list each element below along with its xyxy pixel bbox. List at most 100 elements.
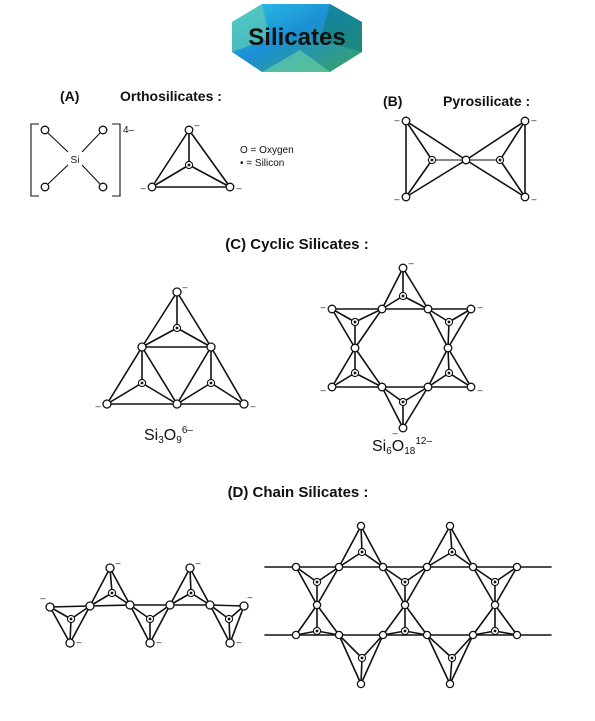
bond xyxy=(210,382,245,405)
silicon-dot xyxy=(209,381,213,385)
badge-facet-bottom xyxy=(262,50,330,72)
negative-charge-label: – xyxy=(182,282,187,292)
negative-charge-label: – xyxy=(320,385,325,395)
bond xyxy=(426,551,453,568)
oxygen-atom xyxy=(147,182,157,192)
bond xyxy=(106,382,143,405)
oxygen-atom xyxy=(327,382,337,392)
badge-facet-left xyxy=(232,4,270,52)
bond xyxy=(354,347,383,388)
bond xyxy=(382,566,406,583)
bond xyxy=(427,308,449,349)
bond xyxy=(404,566,428,583)
bond xyxy=(141,327,178,348)
badge-facet-right xyxy=(320,4,362,52)
bond xyxy=(494,566,518,606)
silicon-dot xyxy=(69,617,73,621)
orthosilicate-bracket-structure: 4– Si xyxy=(30,123,135,197)
bond xyxy=(295,604,318,636)
bond xyxy=(316,566,340,606)
oxygen-atom xyxy=(165,600,175,610)
bond xyxy=(360,634,384,685)
bond xyxy=(316,566,340,583)
bond xyxy=(141,382,178,405)
oxygen-atom xyxy=(98,125,108,135)
silicon-dot xyxy=(403,580,407,584)
oxygen-atom xyxy=(98,182,108,192)
legend-silicon: • = Silicon xyxy=(240,158,284,169)
bond xyxy=(361,551,384,568)
section-b-title: Pyrosilicate : xyxy=(443,93,530,109)
bond xyxy=(447,347,472,388)
oxygen-atom xyxy=(443,343,453,353)
bond xyxy=(149,604,171,644)
oxygen-atom xyxy=(423,304,433,314)
right-bracket xyxy=(112,123,121,197)
silicon-dot xyxy=(315,629,319,633)
section-a-letter: (A) xyxy=(60,88,79,104)
bond xyxy=(151,129,190,188)
bond xyxy=(382,604,406,636)
silicon-dot xyxy=(353,320,357,324)
silicon-dot xyxy=(403,629,407,633)
title-badge: Silicates xyxy=(232,4,362,72)
bond xyxy=(151,164,190,188)
oxygen-atom xyxy=(102,399,112,409)
bond xyxy=(141,291,178,348)
silicon-dot xyxy=(450,550,454,554)
oxygen-atom xyxy=(422,630,432,640)
oxygen-atom xyxy=(400,600,410,610)
bond xyxy=(49,606,71,644)
oxygen-atom xyxy=(312,600,322,610)
bond xyxy=(338,551,363,568)
silicon-dot xyxy=(189,591,193,595)
bond xyxy=(426,634,451,685)
oxygen-atom xyxy=(356,521,366,531)
negative-charge-label: – xyxy=(408,258,413,268)
oxygen-atom xyxy=(378,630,388,640)
bond xyxy=(465,120,526,161)
section-d-title: (D) Chain Silicates : xyxy=(228,484,369,501)
bond xyxy=(381,386,404,429)
bond xyxy=(176,291,212,348)
negative-charge-label: – xyxy=(156,637,161,647)
bond xyxy=(338,634,362,685)
bond xyxy=(404,604,428,636)
section-a-title: Orthosilicates : xyxy=(120,88,222,104)
oxygen-atom xyxy=(468,630,478,640)
oxygen-atom xyxy=(350,343,360,353)
section-b-letter: (B) xyxy=(383,93,402,109)
silicon-dot xyxy=(110,591,114,595)
bond xyxy=(405,120,467,161)
bond xyxy=(402,386,429,429)
section-c-title: (C) Cyclic Silicates : xyxy=(225,236,368,253)
bond xyxy=(360,525,363,553)
silicon-dot xyxy=(353,371,357,375)
oxygen-atom xyxy=(401,116,411,126)
oxygen-atom xyxy=(423,382,433,392)
bond xyxy=(229,605,245,644)
bond xyxy=(447,308,472,349)
bond xyxy=(426,634,453,659)
oxygen-atom xyxy=(184,125,194,135)
oxygen-atom xyxy=(377,382,387,392)
oxygen-atom xyxy=(137,342,147,352)
oxygen-atom xyxy=(334,562,344,572)
bond xyxy=(295,566,318,606)
negative-charge-label: – xyxy=(115,558,120,568)
bond xyxy=(354,372,383,388)
negative-charge-label: – xyxy=(477,302,482,312)
oxygen-atom xyxy=(291,630,301,640)
bond xyxy=(176,327,212,348)
oxygen-atom xyxy=(378,562,388,572)
bond xyxy=(404,566,428,606)
bond xyxy=(338,525,362,568)
bond xyxy=(449,657,453,685)
oxygen-atom xyxy=(40,182,50,192)
bond xyxy=(354,308,383,349)
bond xyxy=(209,604,245,607)
oxygen-atom xyxy=(520,192,530,202)
oxygen-atom xyxy=(490,600,500,610)
formula-si6o18: Si6O1812– xyxy=(372,436,432,457)
orthosilicate-charge: 4– xyxy=(123,125,135,136)
